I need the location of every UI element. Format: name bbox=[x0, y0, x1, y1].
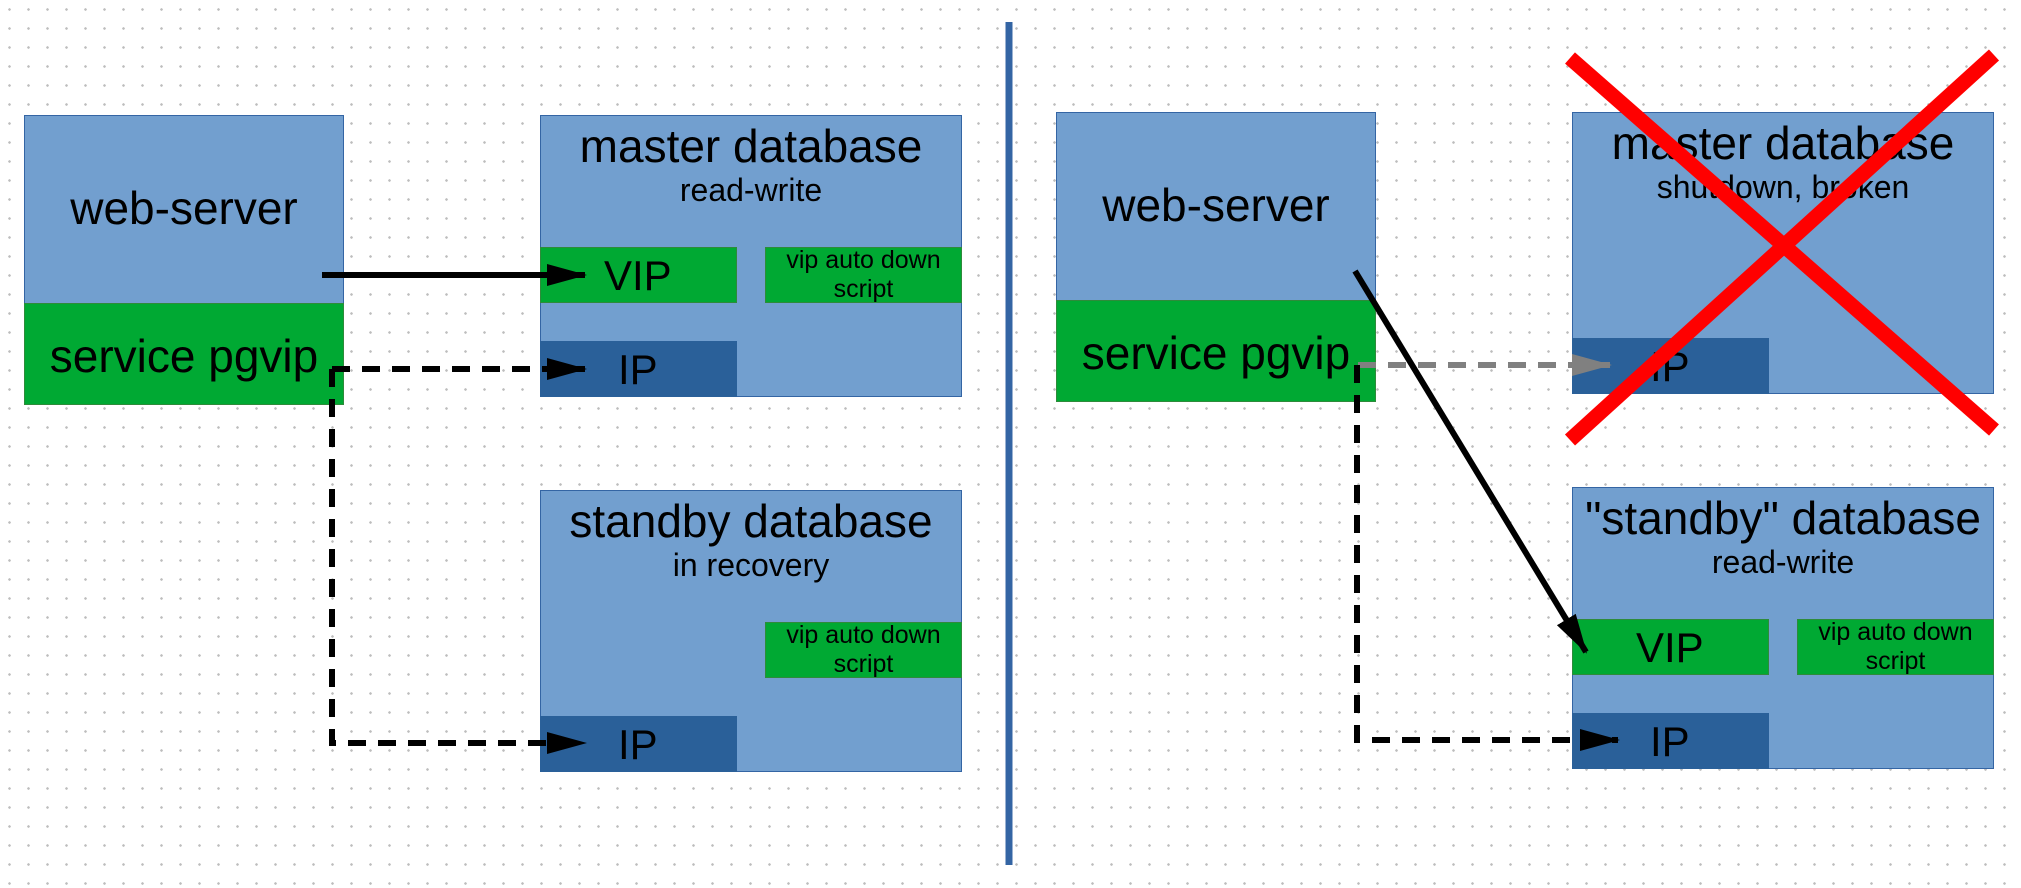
left-master-vip-script-line1: vip auto down bbox=[786, 246, 941, 274]
right-standby-vip-label: VIP bbox=[1636, 624, 1704, 671]
left-web-server-box: web-server bbox=[24, 115, 344, 305]
right-master-ip-label: IP bbox=[1650, 343, 1690, 390]
left-standby-vip-script-line2: script bbox=[833, 650, 894, 678]
right-service-pgvip-label: service pgvip bbox=[1081, 327, 1351, 379]
right-master-db-subtitle: shutdown, broken bbox=[1656, 169, 1910, 205]
left-master-vip-label: VIP bbox=[604, 252, 672, 299]
left-master-ip-box: IP bbox=[540, 341, 737, 397]
right-standby-db-title: "standby" database bbox=[1585, 492, 1981, 544]
right-web-server-box: web-server bbox=[1056, 112, 1376, 302]
right-standby-ip-label: IP bbox=[1650, 718, 1690, 765]
right-master-db-title: master database bbox=[1611, 117, 1955, 169]
right-web-server-label: web-server bbox=[1102, 179, 1330, 231]
left-service-pgvip-box: service pgvip bbox=[24, 303, 344, 405]
right-master-ip-box: IP bbox=[1572, 338, 1769, 394]
left-master-db-title: master database bbox=[579, 120, 923, 172]
left-master-vip-script-line2: script bbox=[833, 275, 894, 303]
left-web-server-label: web-server bbox=[70, 182, 298, 234]
left-master-vip-box: VIP bbox=[540, 247, 737, 303]
right-standby-vip-script-line2: script bbox=[1865, 647, 1926, 675]
left-service-pgvip-label: service pgvip bbox=[49, 330, 319, 382]
right-standby-ip-box: IP bbox=[1572, 713, 1769, 769]
right-service-pgvip-box: service pgvip bbox=[1056, 300, 1376, 402]
right-arrow-web-to-standby-vip bbox=[1352, 269, 1589, 654]
left-standby-db-subtitle: in recovery bbox=[672, 547, 830, 583]
left-standby-ip-label: IP bbox=[618, 721, 658, 768]
right-standby-vip-script-box: vip auto down script bbox=[1797, 618, 1994, 675]
right-standby-db-subtitle: read-write bbox=[1711, 544, 1855, 580]
left-master-ip-label: IP bbox=[618, 346, 658, 393]
right-standby-vip-box: VIP bbox=[1572, 619, 1769, 675]
left-standby-db-title: standby database bbox=[569, 495, 933, 547]
left-standby-ip-box: IP bbox=[540, 716, 737, 772]
left-master-vip-script-box: vip auto down script bbox=[765, 246, 962, 303]
left-standby-vip-script-line1: vip auto down bbox=[786, 621, 941, 649]
right-standby-vip-script-line1: vip auto down bbox=[1818, 618, 1973, 646]
left-master-db-subtitle: read-write bbox=[679, 172, 823, 208]
left-standby-vip-script-box: vip auto down script bbox=[765, 621, 962, 678]
